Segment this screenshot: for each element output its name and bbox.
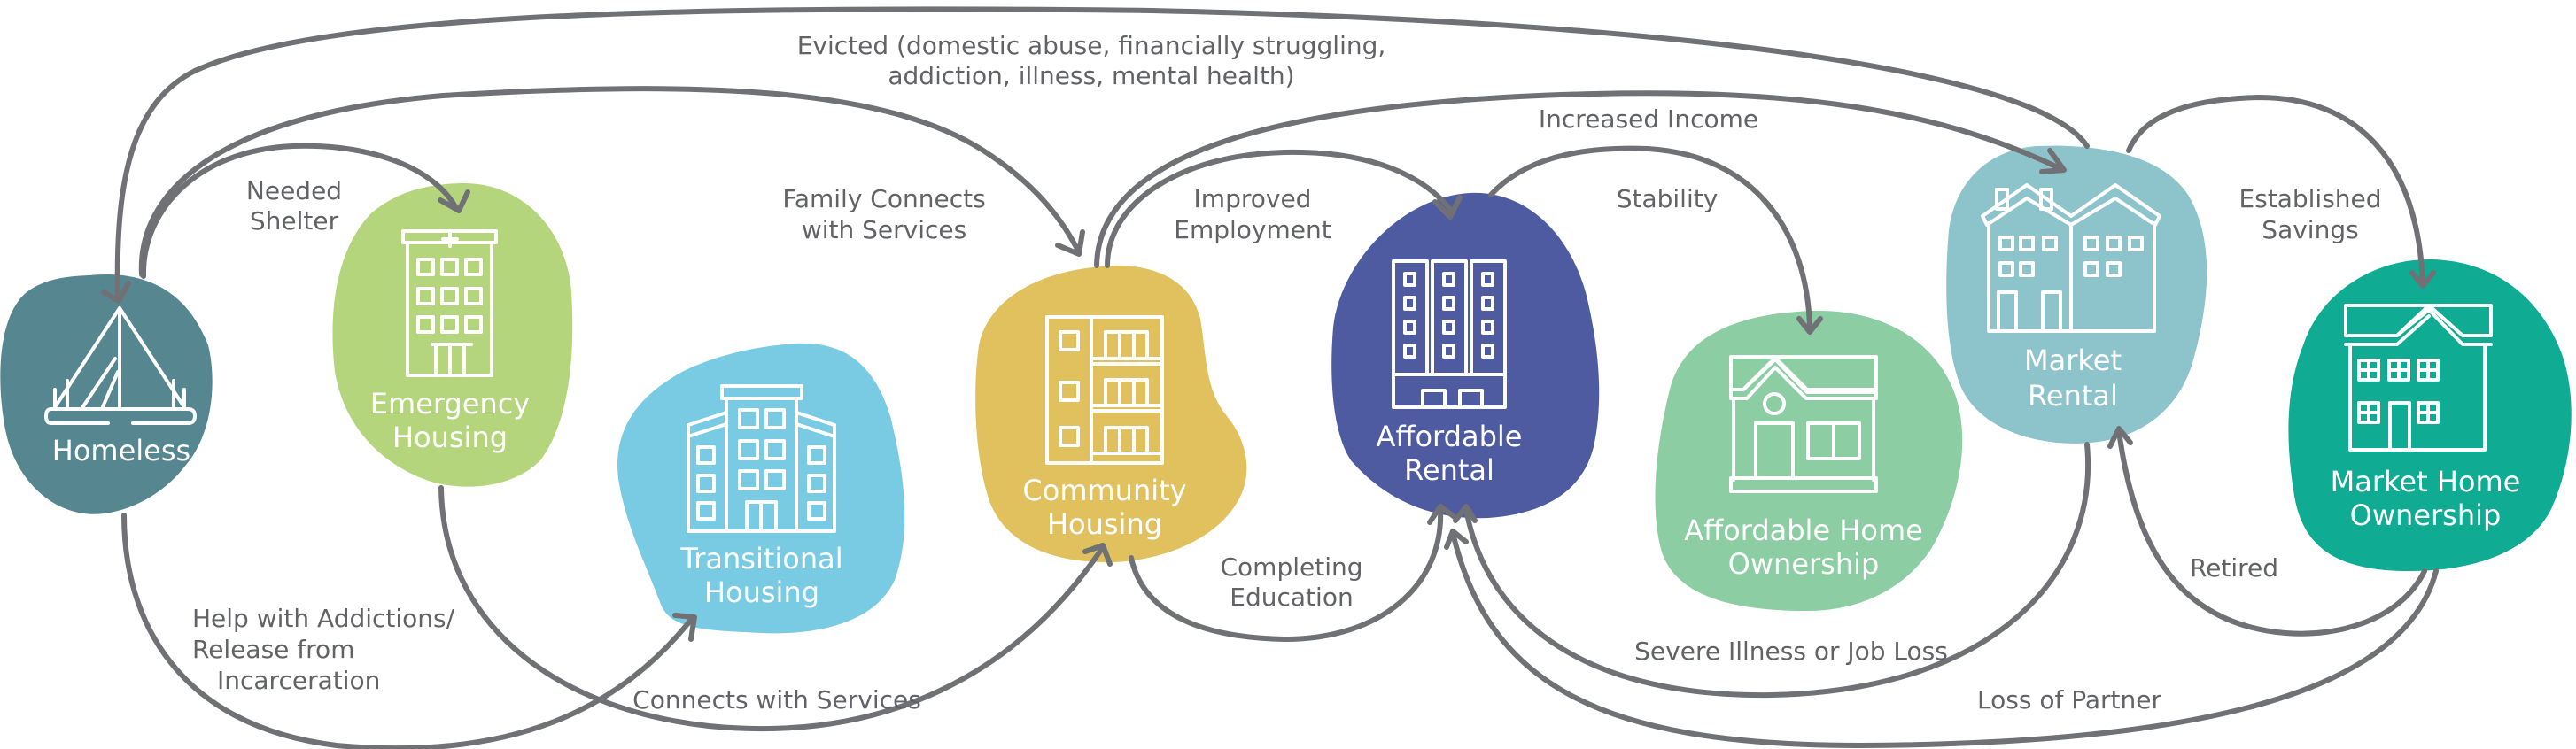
- flow-needed-shelter-arrowhead: [438, 189, 470, 213]
- flow-stability-label: Stability: [1617, 184, 1719, 213]
- node-market-home-ownership: Market Home Ownership: [2288, 259, 2572, 571]
- node-market-rental-label-1: Market: [2024, 344, 2122, 377]
- node-affordable-home-ownership-label-2: Ownership: [1728, 547, 1880, 581]
- node-emergency-housing-label-2: Housing: [392, 421, 508, 454]
- node-market-rental: Market Rental: [1946, 145, 2207, 444]
- node-emergency-housing: Emergency Housing: [332, 182, 573, 487]
- flow-family-connects-line: [138, 86, 1082, 277]
- flow-loss-partner: [1444, 529, 2439, 749]
- node-emergency-housing-label-1: Emergency: [370, 387, 530, 421]
- flow-completing-education-arrowhead: [1427, 504, 1457, 525]
- node-market-home-ownership-label-2: Ownership: [2350, 498, 2502, 532]
- flow-severe-illness-arrowhead: [1453, 504, 1478, 523]
- node-community-housing-label-2: Housing: [1047, 507, 1162, 541]
- flow-improved-employment-line: [1105, 149, 1455, 268]
- flow-family-connects-arrowhead: [1055, 229, 1085, 257]
- node-affordable-home-ownership: Affordable Home Ownership: [1655, 310, 1963, 611]
- node-transitional-housing-label-2: Housing: [704, 575, 819, 609]
- flow-established-savings-arrowhead: [2409, 270, 2436, 289]
- flow-completing-education: [1129, 504, 1457, 643]
- node-emergency-housing-blob: [332, 182, 573, 487]
- flow-established-savings-label-1: Established: [2238, 184, 2381, 213]
- flow-retired-label: Retired: [2190, 553, 2278, 583]
- flow-stability: [1488, 145, 1823, 335]
- flow-loss-partner-arrowhead: [1444, 529, 1469, 550]
- node-community-housing-blob: [975, 266, 1247, 562]
- flow-retired-arrowhead: [2107, 426, 2133, 449]
- apartment-building-icon: [687, 384, 836, 533]
- node-homeless: Homeless: [0, 274, 213, 514]
- flow-severe-illness-line: [1463, 442, 2091, 699]
- node-community-housing: Community Housing: [975, 266, 1247, 562]
- large-house-icon: [2344, 304, 2493, 452]
- flow-evicted: [101, 6, 2090, 304]
- flow-increased-income: [1094, 90, 2067, 268]
- node-transitional-housing: Transitional Housing: [617, 343, 905, 634]
- flow-loss-partner-line: [1450, 530, 2439, 749]
- flow-help-addictions: [121, 513, 697, 749]
- node-market-rental-label-2: Rental: [2028, 379, 2118, 413]
- flow-retired: [2107, 426, 2427, 637]
- flow-stability-arrowhead: [1796, 316, 1823, 335]
- flow-help-addictions-arrowhead: [672, 613, 697, 642]
- node-affordable-rental-label-2: Rental: [1404, 453, 1494, 487]
- flow-stability-line: [1488, 145, 1812, 330]
- flow-retired-line: [2116, 429, 2427, 637]
- flow-severe-illness-label: Severe Illness or Job Loss: [1634, 637, 1948, 666]
- flow-needed-shelter-label-2: Shelter: [250, 206, 339, 236]
- balcony-building-icon: [1045, 315, 1164, 465]
- node-homeless-label: Homeless: [52, 434, 190, 467]
- tent-icon: [44, 306, 197, 425]
- flow-connects-services-label: Connects with Services: [632, 685, 921, 714]
- flow-help-addictions-line: [121, 513, 694, 749]
- house-icon: [1729, 355, 1878, 493]
- node-transitional-housing-blob: [617, 343, 905, 634]
- flow-evicted-arrowhead: [101, 281, 131, 304]
- node-community-housing-label-1: Community: [1022, 474, 1186, 507]
- flow-completing-education-label-2: Education: [1230, 583, 1353, 612]
- flow-help-addictions-label-1: Help with Addictions/: [192, 604, 455, 633]
- flow-connects-services: [438, 485, 1113, 731]
- flow-help-addictions-label-2: Release from: [192, 635, 354, 664]
- tower-blocks-icon: [1392, 259, 1507, 409]
- flow-needed-shelter-line: [140, 143, 459, 279]
- flow-family-connects-label-2: with Services: [802, 215, 966, 244]
- flow-increased-income-label: Increased Income: [1539, 104, 1758, 134]
- node-market-home-ownership-label-1: Market Home: [2331, 465, 2521, 498]
- flow-completing-education-label-1: Completing: [1220, 552, 1362, 582]
- flow-connects-services-line: [438, 485, 1106, 731]
- flow-family-connects-label-1: Family Connects: [782, 184, 985, 213]
- flow-completing-education-line: [1129, 506, 1444, 643]
- flow-improved-employment-label-2: Employment: [1174, 215, 1331, 244]
- flow-needed-shelter: [140, 143, 470, 279]
- flow-needed-shelter-label-1: Needed: [246, 176, 342, 205]
- flow-evicted-label-2: addiction, illness, mental health): [888, 61, 1294, 90]
- flow-established-savings: [2126, 94, 2436, 289]
- flow-established-savings-line: [2126, 94, 2425, 288]
- node-transitional-housing-label-1: Transitional: [679, 542, 842, 575]
- node-affordable-rental-label-1: Affordable: [1377, 420, 1523, 453]
- flow-loss-partner-label: Loss of Partner: [1977, 685, 2161, 714]
- flow-connects-services-arrowhead: [1082, 543, 1113, 567]
- node-affordable-home-ownership-label-1: Affordable Home: [1684, 513, 1923, 547]
- node-market-rental-blob: [1946, 145, 2207, 444]
- flow-evicted-line: [114, 6, 2090, 299]
- flow-improved-employment: [1105, 149, 1463, 268]
- flow-family-connects: [138, 86, 1085, 277]
- townhouses-icon: [1981, 183, 2161, 333]
- flow-improved-employment-label-1: Improved: [1194, 184, 1312, 213]
- node-affordable-rental: Affordable Rental: [1331, 192, 1600, 519]
- flow-increased-income-arrowhead: [2039, 148, 2067, 174]
- flow-help-addictions-label-3: Incarceration: [217, 666, 380, 695]
- flow-increased-income-line: [1094, 90, 2062, 268]
- flow-improved-employment-arrowhead: [1432, 195, 1463, 220]
- flow-evicted-label-1: Evicted (domestic abuse, financially str…: [797, 31, 1386, 60]
- flow-established-savings-label-2: Savings: [2262, 215, 2358, 244]
- hospital-building-icon: [401, 229, 498, 377]
- flow-severe-illness: [1453, 442, 2091, 699]
